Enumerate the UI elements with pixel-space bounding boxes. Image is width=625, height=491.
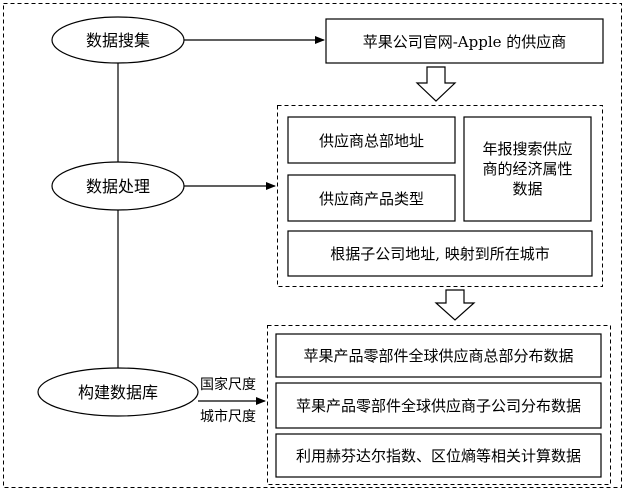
outer-frame [3,3,622,488]
process-box-annual-report: 年报搜索供应 商的经济属性 数据 [463,116,592,222]
process-box-hq-address-label: 供应商总部地址 [319,132,424,150]
stage-build-label: 构建数据库 [78,383,158,402]
database-box-calculated-data: 利用赫芬达尔指数、区位熵等相关计算数据 [275,433,602,478]
scale-label-country: 国家尺度 [200,376,256,393]
process-box-city-mapping-label: 根据子公司地址, 映射到所在城市 [330,245,550,263]
stage-build: 构建数据库 [37,367,199,417]
database-box-subsidiary-distribution: 苹果产品零部件全球供应商子公司分布数据 [275,382,602,429]
database-box-hq-distribution-label: 苹果产品零部件全球供应商总部分布数据 [303,347,573,365]
database-group [267,325,611,485]
stage-process-label: 数据处理 [86,177,150,196]
process-group [277,105,603,287]
database-box-subsidiary-distribution-label: 苹果产品零部件全球供应商子公司分布数据 [296,397,581,415]
source-box-label: 苹果公司官网-Apple 的供应商 [363,33,567,51]
scale-label-city: 城市尺度 [200,408,256,425]
stage-process: 数据处理 [51,161,185,211]
source-box: 苹果公司官网-Apple 的供应商 [325,18,604,64]
database-box-hq-distribution: 苹果产品零部件全球供应商总部分布数据 [275,333,602,378]
process-box-annual-report-line-3: 数据 [512,180,542,198]
process-box-annual-report-line-1: 年报搜索供应 [482,140,572,158]
process-box-city-mapping: 根据子公司地址, 映射到所在城市 [287,230,593,277]
process-box-product-type-label: 供应商产品类型 [319,190,424,208]
stage-collect-label: 数据搜集 [86,31,150,50]
down-arrow-2 [434,289,476,321]
down-arrow-1 [415,66,457,102]
database-box-calculated-data-label: 利用赫芬达尔指数、区位熵等相关计算数据 [296,447,581,465]
process-box-product-type: 供应商产品类型 [287,174,456,222]
stage-collect: 数据搜集 [51,16,185,64]
process-box-annual-report-line-2: 商的经济属性 [482,160,572,178]
process-box-hq-address: 供应商总部地址 [287,116,456,164]
